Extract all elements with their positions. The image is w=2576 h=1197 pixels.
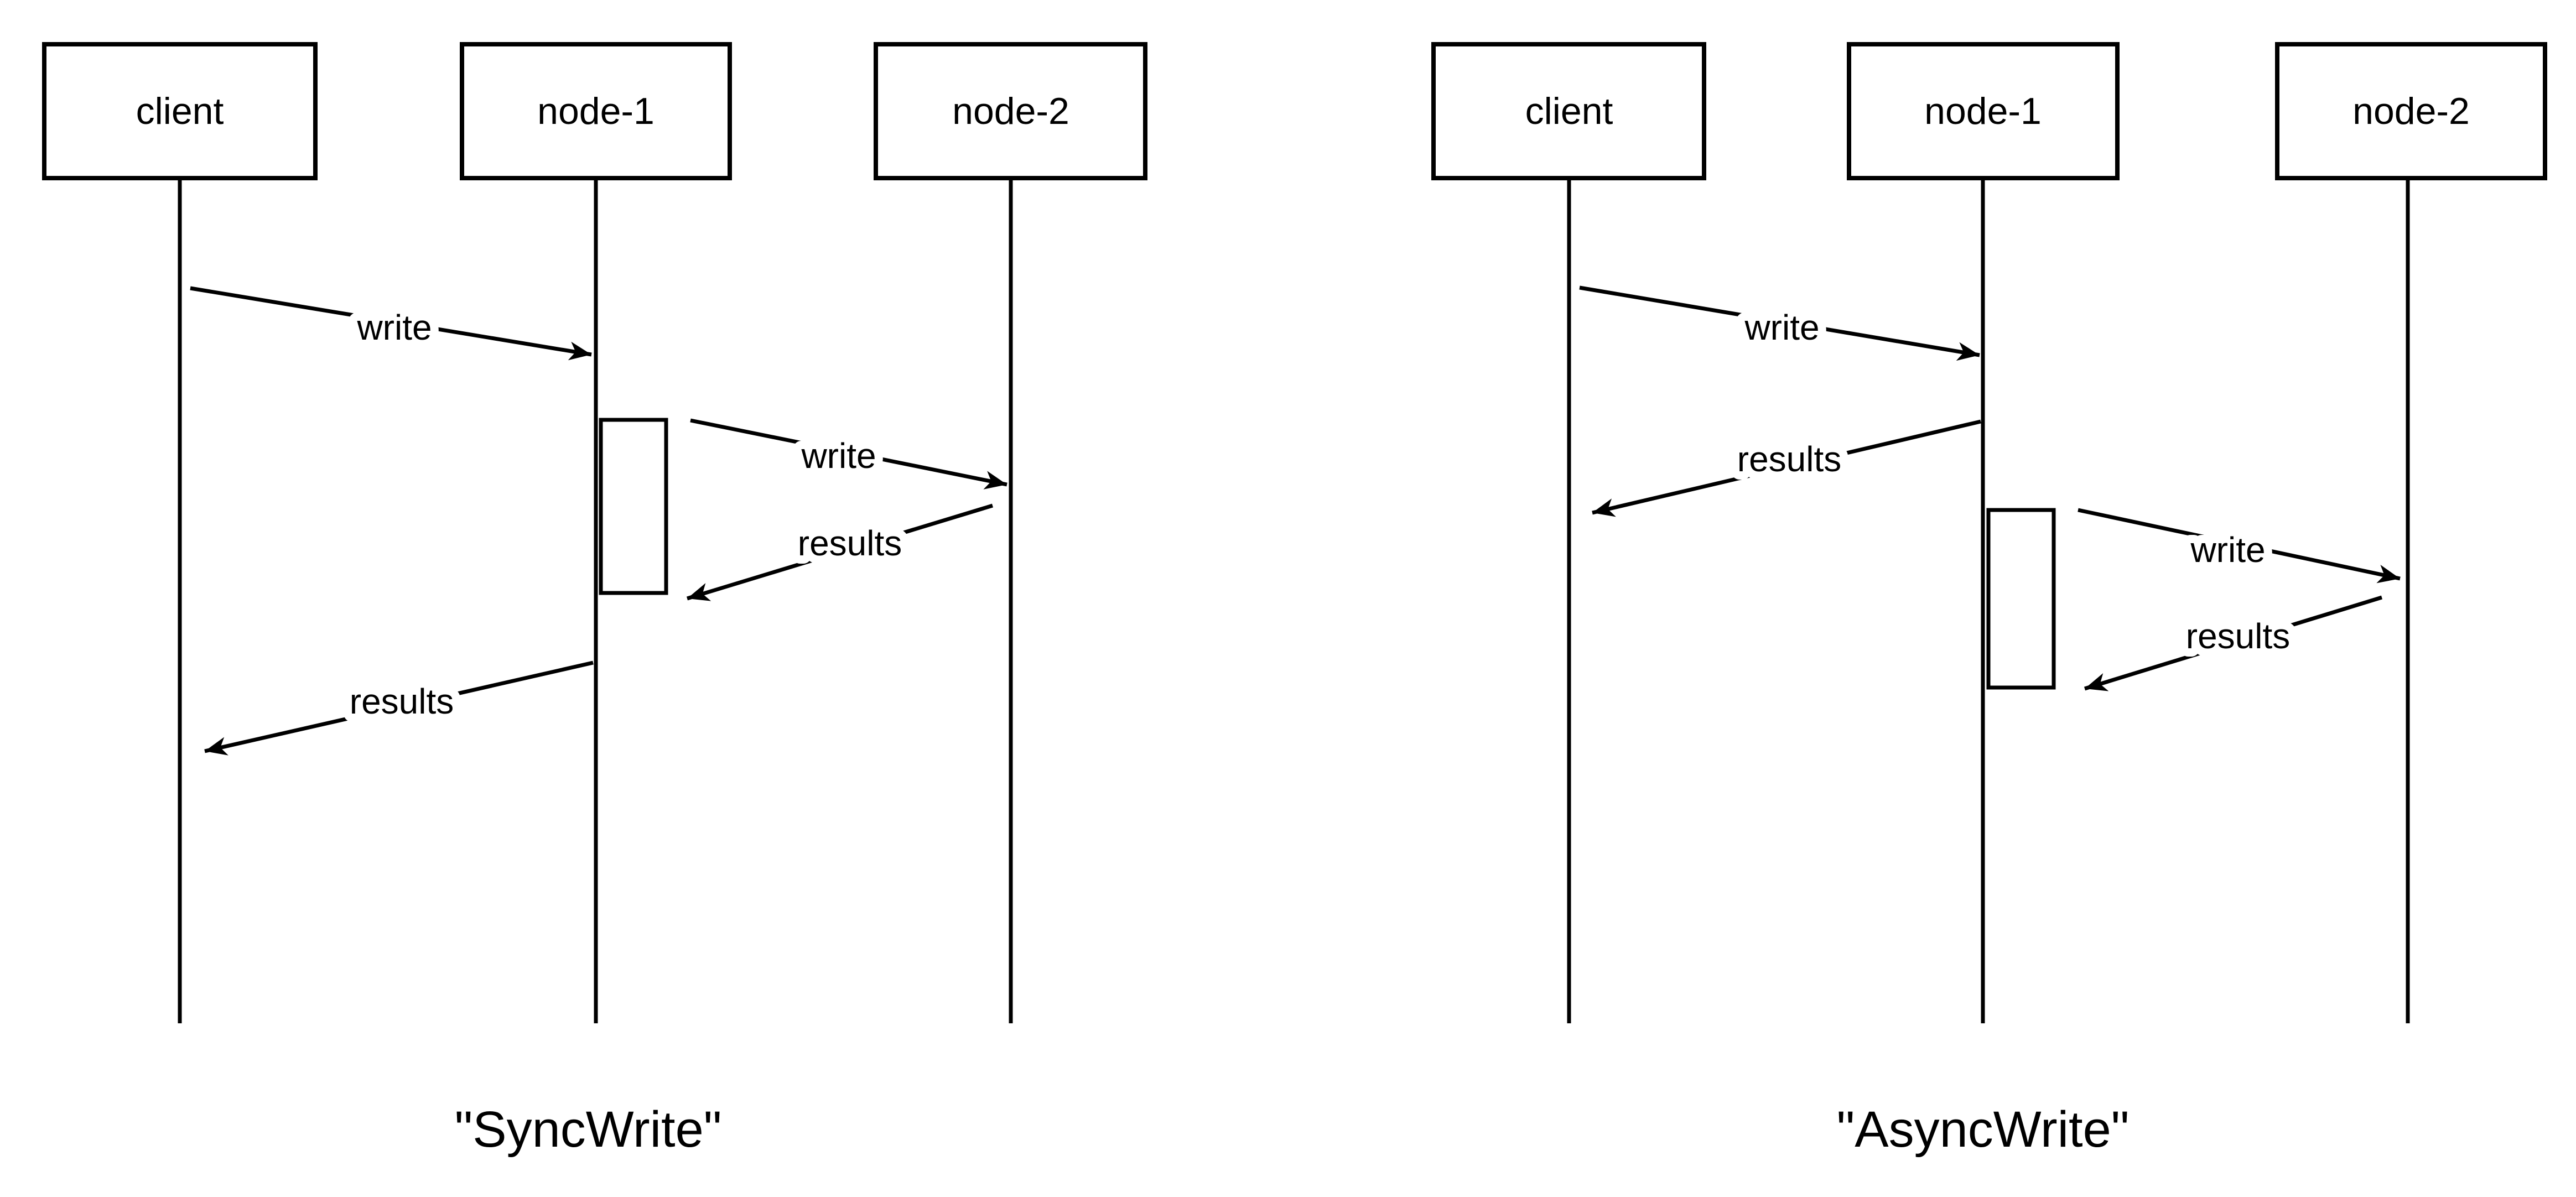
participant-label: node-2 <box>2352 90 2470 132</box>
message-arrow-write-client-node1-left <box>190 286 592 361</box>
message-label: results <box>2186 616 2291 656</box>
participant-box <box>1431 42 1706 180</box>
participant-label: node-2 <box>952 90 1069 132</box>
activation-bar-node-1-right <box>1986 508 2056 690</box>
participant-box <box>2275 42 2547 180</box>
participant-node-1-left: node-1 <box>460 42 732 180</box>
message-label: write <box>1744 308 1819 347</box>
participant-label: client <box>1525 90 1613 132</box>
message-label: write <box>2190 530 2265 570</box>
participant-box <box>460 42 732 180</box>
activation-bar-node-1-left <box>599 418 668 595</box>
message-label: results <box>350 681 454 721</box>
diagram-caption-syncwrite: "SyncWrite" <box>455 1101 722 1158</box>
message-label: write <box>356 308 432 347</box>
participant-client-left: client <box>42 42 318 180</box>
participant-box <box>1847 42 2120 180</box>
message-arrow-write-client-node1-right <box>1579 285 1980 361</box>
participant-box <box>42 42 318 180</box>
participant-box <box>874 42 1147 180</box>
diagram-caption-asyncwrite: "AsyncWrite" <box>1837 1101 2130 1158</box>
message-arrow-results-node2-node1-left <box>686 503 994 601</box>
sync-write-diagram: write write results results client node-… <box>42 42 1147 1158</box>
message-arrow-results-node2-node1-right <box>2084 595 2383 691</box>
message-arrow-write-node1-node2-right <box>2078 508 2401 584</box>
async-write-diagram: write results write results client node-… <box>1431 42 2547 1158</box>
message-arrow-results-node1-client-left <box>204 660 594 756</box>
participant-label: client <box>136 90 224 132</box>
message-arrow-results-node1-client-right <box>1592 419 1981 517</box>
participant-client-right: client <box>1431 42 1706 180</box>
participant-node-1-right: node-1 <box>1847 42 2120 180</box>
message-arrow-write-node1-node2-left <box>690 418 1007 490</box>
participant-label: node-1 <box>537 90 655 132</box>
participant-label: node-1 <box>1924 90 2042 132</box>
message-label: write <box>801 436 876 476</box>
participant-node-2-right: node-2 <box>2275 42 2547 180</box>
message-label: results <box>798 523 902 563</box>
message-label: results <box>1737 439 1842 479</box>
participant-node-2-left: node-2 <box>874 42 1147 180</box>
